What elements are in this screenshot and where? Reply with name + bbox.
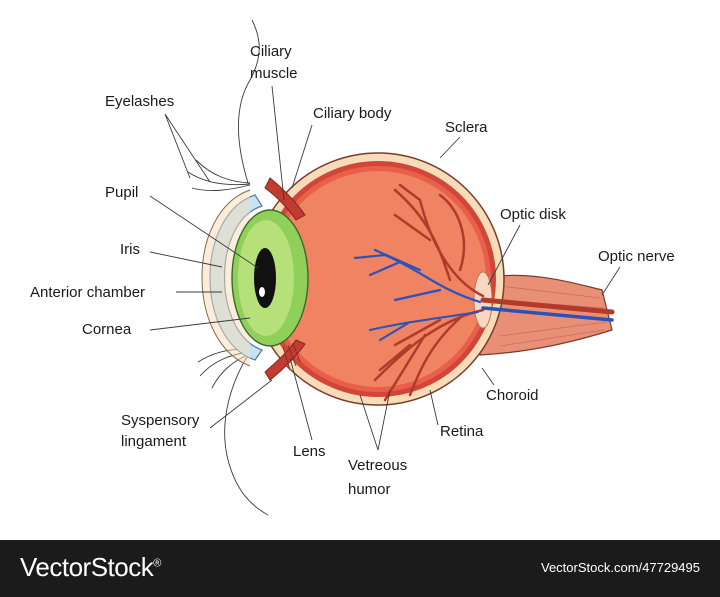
label-sclera: Sclera [445,119,488,136]
eye-anatomy-diagram: Ciliary muscle Ciliary body Sclera Eyela… [30,19,675,516]
labels: Ciliary muscle Ciliary body Sclera Eyela… [30,43,675,498]
brand-logo: VectorStock® [20,552,161,583]
label-retina: Retina [440,423,484,440]
label-vitreous-line1: Vetreous [348,457,407,474]
stock-id: VectorStock.com/47729495 [541,560,700,575]
label-pupil: Pupil [105,184,138,201]
label-choroid: Choroid [486,387,539,404]
label-ciliary-muscle-line1: Ciliary [250,43,292,60]
label-iris: Iris [120,241,140,258]
label-optic-disk: Optic disk [500,206,566,223]
label-anterior-chamber: Anterior chamber [30,284,145,301]
label-cornea: Cornea [82,321,132,338]
leader-lines [149,85,621,451]
label-vitreous-line2: humor [348,481,391,498]
eyeball-illustration [251,152,505,406]
brand-name: VectorStock [20,552,154,582]
label-lens: Lens [293,443,326,460]
label-ciliary-muscle-line2: muscle [250,65,298,82]
brand-registered-mark: ® [153,557,161,570]
label-ciliary-body: Ciliary body [313,105,392,122]
blood-vessels-illustration [353,183,615,402]
iris-illustration [231,209,309,347]
label-suspensory-line1: Syspensory [121,412,200,429]
ciliary-body-illustration [264,177,306,381]
label-suspensory-line2: lingament [121,433,187,450]
watermark-footer: VectorStock® VectorStock.com/47729495 [0,540,720,597]
eyelid-lines [224,19,269,516]
label-optic-nerve: Optic nerve [598,248,675,265]
label-eyelashes: Eyelashes [105,93,174,110]
